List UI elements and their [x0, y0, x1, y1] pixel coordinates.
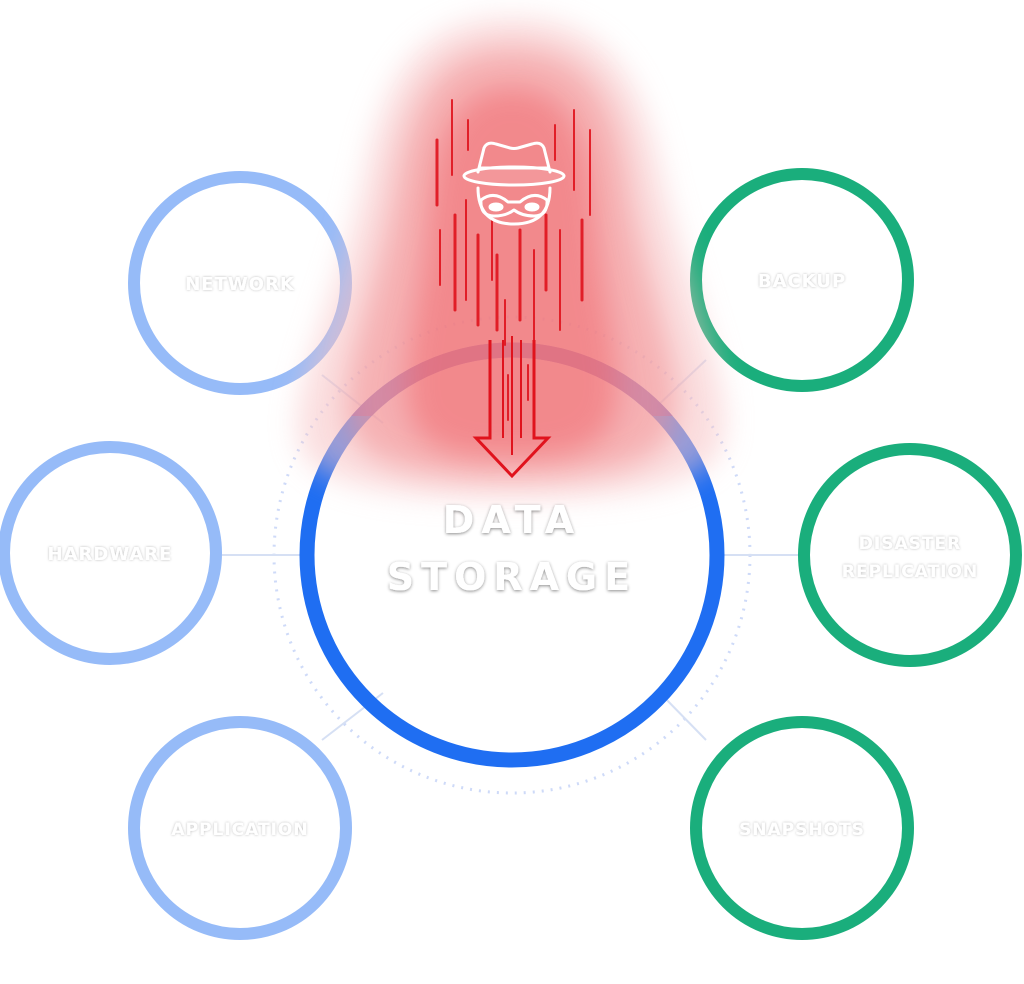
mask-eye-left	[488, 202, 504, 212]
node-hardware: HARDWARE	[0, 441, 222, 665]
node-application-ring	[128, 716, 352, 940]
node-disaster-ring	[798, 443, 1022, 667]
hat-crown	[476, 141, 552, 174]
node-application-label: APPLICATION	[171, 820, 308, 840]
node-disaster-label-line2: REPLICATION	[842, 562, 978, 582]
mask-eye-right	[524, 202, 540, 212]
node-backup-label: BACKUP	[758, 271, 846, 292]
center-title-line2: STORAGE	[387, 555, 637, 599]
hat-brim	[462, 165, 566, 187]
node-snapshots: SNAPSHOTS	[690, 716, 914, 940]
data-streaks	[435, 99, 591, 421]
node-hardware-ring	[0, 441, 222, 665]
down-arrow-icon	[472, 336, 552, 479]
node-backup: BACKUP	[690, 168, 914, 392]
threat-glow	[297, 18, 725, 498]
node-snapshots-label: SNAPSHOTS	[739, 820, 865, 840]
connector-snapshots	[659, 692, 707, 741]
center-title-line1: DATA	[443, 498, 581, 542]
mask	[479, 194, 549, 218]
hacker-spy-icon	[462, 141, 566, 226]
node-disaster-label-line1: DISASTER	[859, 534, 961, 554]
node-hardware-label: HARDWARE	[48, 544, 173, 565]
node-backup-ring	[690, 168, 914, 392]
node-network-label: NETWORK	[185, 274, 295, 295]
node-disaster-replication: DISASTER REPLICATION	[798, 443, 1022, 667]
node-application: APPLICATION	[128, 716, 352, 940]
node-snapshots-ring	[690, 716, 914, 940]
threat-glow-inner	[406, 88, 618, 458]
